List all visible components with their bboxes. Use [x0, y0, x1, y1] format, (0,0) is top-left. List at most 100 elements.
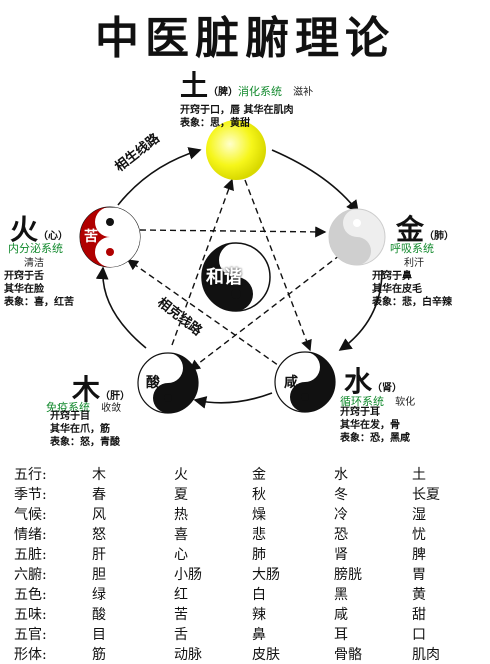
water-system: 循环系统	[340, 395, 384, 408]
table-cell: 口	[412, 627, 426, 643]
table-cell: 木	[92, 467, 106, 483]
metal-note: 利汗	[404, 258, 424, 269]
table-cell: 甜	[412, 607, 426, 623]
row-label: 五色:	[14, 587, 47, 603]
table-cell: 肾	[334, 547, 348, 563]
arrow-water-to-fire	[126, 259, 286, 371]
earth-note: 滋补	[293, 87, 314, 98]
table-cell: 筋	[92, 647, 106, 663]
water-element-name: 水	[344, 365, 373, 398]
center-yinyang-symbol	[201, 242, 271, 312]
wood-system-row: 免疫系统 收敛	[46, 396, 121, 415]
table-cell: 酸	[92, 607, 106, 623]
arrow-fire-to-metal	[139, 226, 327, 238]
table-cell: 湿	[412, 507, 426, 523]
table-cell: 咸	[334, 607, 348, 623]
table-cell: 忧	[412, 527, 426, 543]
table-cell: 冬	[334, 487, 348, 503]
fire-details: 开窍于舌 其华在脸 表象：喜，红苦	[4, 270, 74, 309]
table-cell: 小肠	[174, 567, 202, 583]
metal-element-name: 金	[396, 213, 425, 246]
fire-line-1: 开窍于舌	[4, 271, 44, 282]
table-row: 五味:酸苦辣咸甜	[14, 604, 474, 624]
fire-note: 清洁	[24, 258, 44, 269]
arrow-wood-to-fire	[95, 266, 147, 349]
table-cell: 土	[412, 467, 426, 483]
table-cell: 耳	[334, 627, 348, 643]
table-cell: 肝	[92, 547, 106, 563]
table-cell: 肺	[252, 547, 266, 563]
arrow-metal-to-water	[338, 269, 383, 351]
table-row: 形体:筋动脉皮肤骨骼肌肉	[14, 644, 474, 664]
table-row: 五行:木火金水土	[14, 464, 474, 484]
arrow-earth-to-metal	[271, 149, 359, 214]
metal-system: 呼吸系统	[390, 242, 434, 255]
table-cell: 风	[92, 507, 106, 523]
metal-line-2: 其华在皮毛	[372, 284, 422, 295]
row-label: 五官:	[14, 627, 47, 643]
fire-organ: （心）	[38, 231, 69, 242]
water-details: 开窍于耳 其华在发，骨 表象：恐，黑咸	[340, 406, 410, 445]
table-cell: 胃	[412, 567, 426, 583]
table-cell: 舌	[174, 627, 188, 643]
fire-element-name: 火	[10, 213, 39, 246]
table-cell: 黑	[334, 587, 348, 603]
wood-block-head: 木（肝）	[72, 368, 130, 408]
table-cell: 热	[174, 507, 188, 523]
earth-block: 土（脾）消化系统 滋补 开窍于口，唇 其华在肌肉 表象：思，黄甜	[180, 64, 313, 130]
table-cell: 心	[174, 547, 188, 563]
wood-system: 免疫系统	[46, 401, 90, 414]
table-cell: 夏	[174, 487, 188, 503]
table-cell: 辣	[252, 607, 266, 623]
metal-line-1: 开窍于鼻	[372, 271, 412, 282]
earth-line-1: 开窍于口，唇 其华在肌肉	[180, 105, 294, 116]
wood-yinyang-symbol	[137, 352, 199, 414]
page-title: 中医脏腑理论	[95, 13, 395, 64]
table-cell: 长夏	[412, 487, 440, 503]
wood-note: 收敛	[101, 403, 122, 414]
table-cell: 燥	[252, 507, 266, 523]
fire-line-2: 其华在脸	[4, 284, 44, 295]
wood-element-name: 木	[72, 373, 101, 406]
row-label: 季节:	[14, 487, 47, 503]
table-row: 季节:春夏秋冬长夏	[14, 484, 474, 504]
table-cell: 红	[174, 587, 188, 603]
earth-ball	[206, 120, 266, 180]
table-cell: 骨骼	[334, 647, 362, 663]
metal-line-3: 表象：悲，白辛辣	[372, 297, 452, 308]
table-cell: 秋	[252, 487, 266, 503]
earth-system: 消化系统	[238, 85, 283, 98]
metal-block-head: 金（肺）	[396, 208, 454, 248]
table-cell: 金	[252, 467, 266, 483]
table-cell: 喜	[174, 527, 188, 543]
table-row: 五色:绿红白黑黄	[14, 584, 474, 604]
table-cell: 冷	[334, 507, 348, 523]
arrow-earth-to-water	[244, 179, 312, 352]
fire-system: 内分泌系统	[8, 242, 63, 255]
earth-element-name: 土	[180, 69, 209, 102]
row-label: 形体:	[14, 647, 47, 663]
table-cell: 悲	[252, 527, 266, 543]
water-yinyang-symbol	[274, 351, 336, 413]
metal-yinyang-symbol	[328, 208, 386, 266]
metal-details: 开窍于鼻 其华在皮毛 表象：悲，白辛辣	[372, 270, 452, 309]
water-organ: （肾）	[372, 383, 403, 394]
five-elements-diagram	[79, 120, 386, 414]
table-cell: 目	[92, 627, 106, 643]
wood-details: 开窍于目 其华在爪，筋 表象：怒，青酸	[50, 410, 120, 449]
wood-taste-label: 酸	[146, 375, 160, 391]
wood-line-1: 开窍于目	[50, 411, 90, 422]
row-label: 情绪:	[14, 527, 47, 543]
table-cell: 火	[174, 467, 188, 483]
table-cell: 脾	[412, 547, 426, 563]
table-row: 五官:目舌鼻耳口	[14, 624, 474, 644]
wood-line-2: 其华在爪，筋	[50, 424, 110, 435]
water-system-row: 循环系统 软化	[340, 390, 415, 409]
table-cell: 白	[252, 587, 266, 603]
metal-organ: （肺）	[424, 231, 455, 242]
water-note: 软化	[395, 397, 416, 408]
table-row: 六腑:胆小肠大肠膀胱胃	[14, 564, 474, 584]
arrow-water-to-wood	[193, 392, 273, 409]
water-line-1: 开窍于耳	[340, 407, 380, 418]
table-cell: 黄	[412, 587, 426, 603]
